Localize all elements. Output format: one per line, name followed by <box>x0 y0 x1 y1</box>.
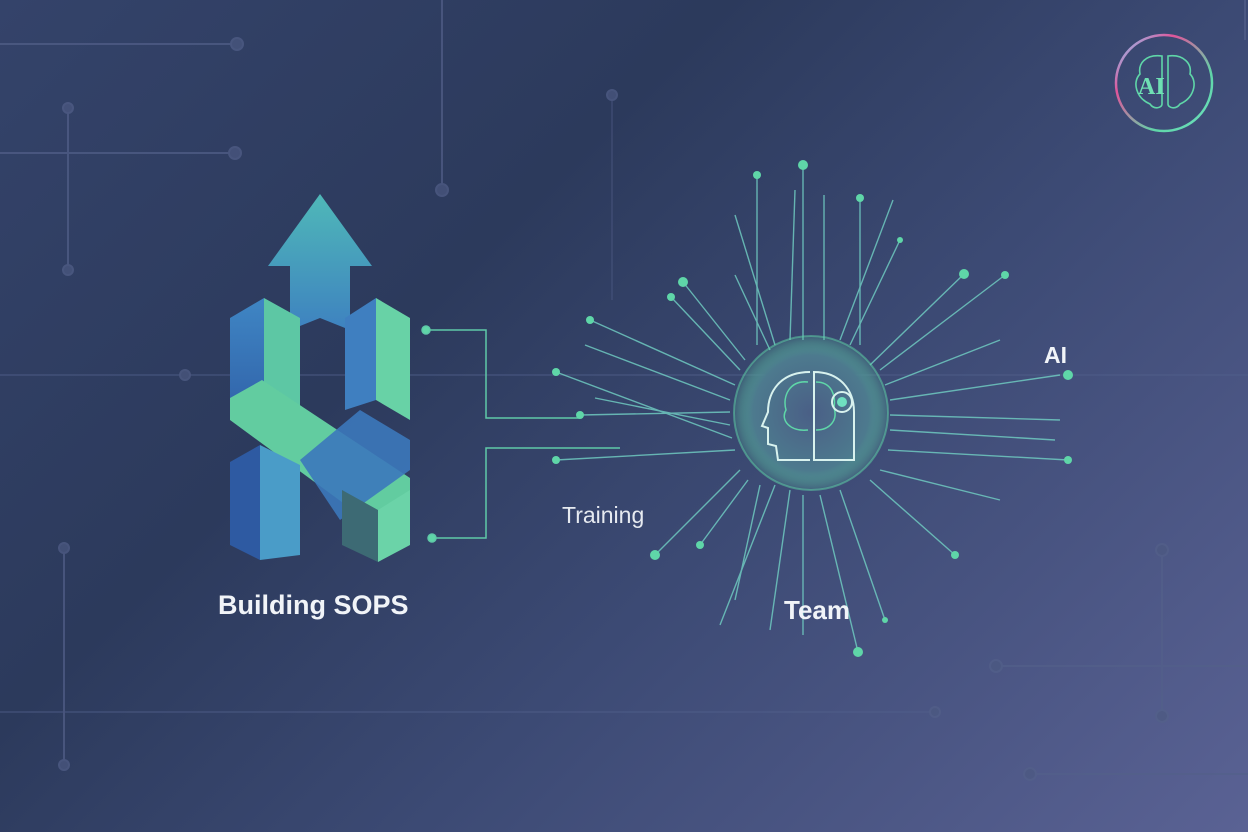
team-label: Team <box>784 595 850 625</box>
ai-label: AI <box>1044 342 1067 368</box>
building-sops-label: Building SOPS <box>218 590 409 620</box>
svg-text:AI: AI <box>1138 74 1165 100</box>
training-label: Training <box>562 502 645 528</box>
